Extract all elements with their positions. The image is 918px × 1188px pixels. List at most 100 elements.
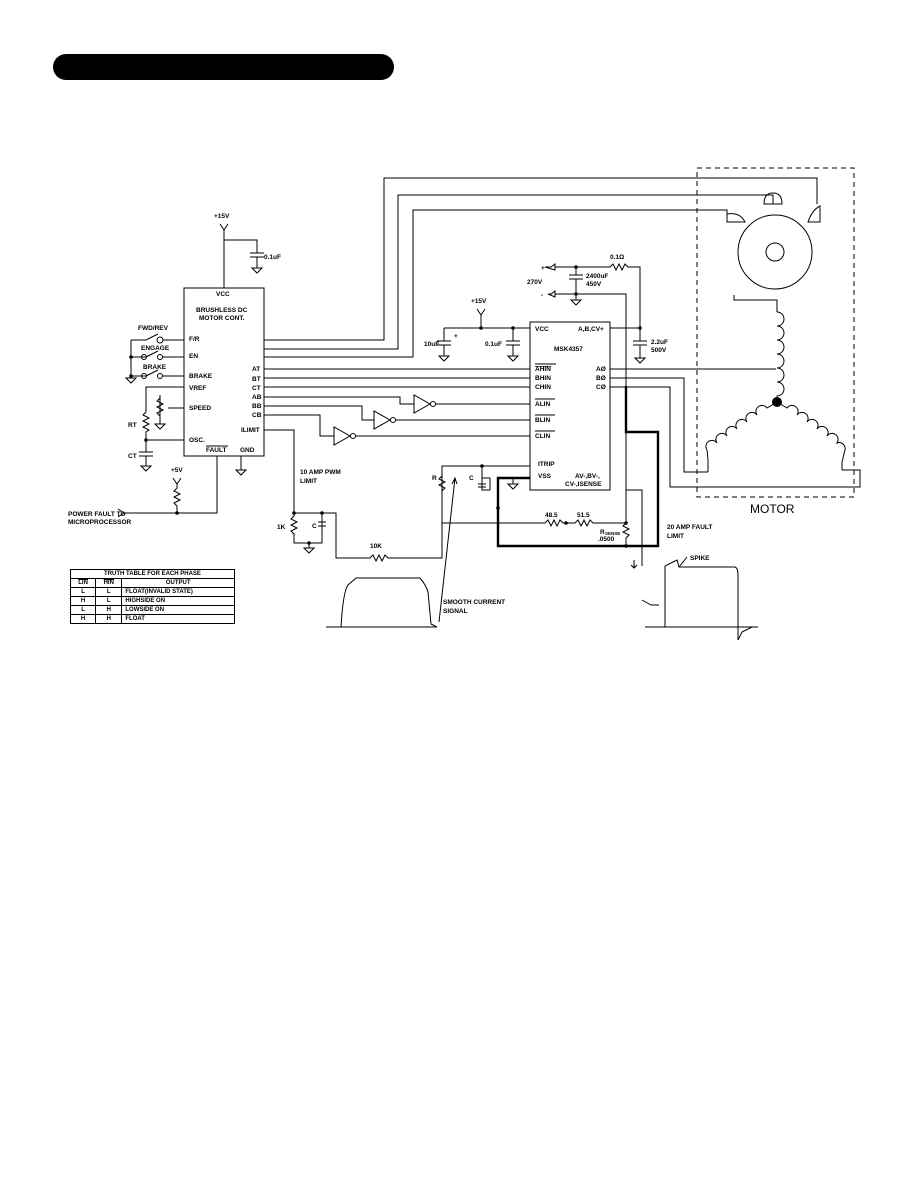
cell-output: HIGHSIDE ON [121,596,235,606]
msk-name-label: MSK4357 [554,346,583,353]
brake-switch-label: BRAKE [143,364,167,371]
truth-header-hin: HIN [95,578,123,588]
cell-lin: H [69,614,97,624]
table-row: L H LOWSIDE ON [69,605,235,615]
pin-en: EN [189,353,198,360]
controller-vcc-label: VCC [216,291,230,298]
truth-header-output: OUTPUT [121,578,235,588]
msk-cv: CV-,ISENSE [565,481,602,488]
cell-hin: L [95,596,123,606]
pin-at: AT [252,366,260,373]
hall-sensor-left [726,213,746,223]
ct-label: CT [128,453,137,460]
cap2400-label-1: 2400uF [586,273,608,280]
cell-output: FLOAT [121,614,235,624]
cell-output: LOWSIDE ON [121,605,235,615]
power-fault-label-2: MICROPROCESSOR [68,519,132,526]
msk-itrip: ITRIP [538,461,555,468]
table-row: H H FLOAT [69,614,235,624]
header-bar [53,54,394,80]
pin-ab: AB [252,394,262,401]
fwd-rev-label: FWD/REV [138,325,169,332]
r-label: R [432,475,437,482]
hall-sensor-top [763,192,783,205]
cap10u-label: 10uF [424,341,439,348]
msk-ao: AØ [596,366,606,373]
smooth-label-2: SIGNAL [443,608,468,615]
cell-lin: H [69,596,97,606]
v270-label: 270V [527,279,543,286]
power-fault-label-1: POWER FAULT TO [68,511,126,518]
msk-co: CØ [596,384,606,391]
r515-label: 51.5 [577,512,590,519]
msk-abc-label: A,B,CV+ [578,326,604,333]
msk-chin: CHIN [535,384,551,391]
pin-speed: SPEED [189,405,211,412]
smooth-label-1: SMOOTH CURRENT [443,599,505,606]
msk4357-ic [529,321,611,491]
v5-label: +5V [171,467,183,474]
msk-blin: BLIN [535,417,550,424]
pin-fr: F/R [189,336,200,343]
msk-alin: ALIN [535,401,550,408]
r485-label: 48.5 [545,512,558,519]
controller-cap-label: 0.1uF [264,254,281,261]
cell-lin: L [69,587,97,597]
pin-vref: VREF [189,385,206,392]
pin-fault: FAULT [206,447,226,454]
rsense-label: R [600,529,605,536]
msk-vss: VSS [538,473,552,480]
fault20-label-2: LIMIT [667,533,684,540]
r1k-label: 1K [277,524,286,531]
rt-label: RT [128,422,137,429]
pin-bb: BB [252,403,262,410]
table-row: H L HIGHSIDE ON [69,596,235,606]
motor-controller-ic [183,287,265,457]
controller-title-2: MOTOR CONT. [199,315,245,322]
table-row: L L FLOAT(INVALID STATE) [69,587,235,597]
cap2400-label-2: 450V [586,281,602,288]
winding-c [776,401,846,463]
rsense-sub: SENSE [605,531,620,536]
motor-label: MOTOR [750,502,795,516]
winding-b [705,401,778,461]
supply-plus: + [541,265,545,272]
pin-brake: BRAKE [189,373,213,380]
controller-supply-label: +15V [214,213,230,220]
r01-label: 0.1Ω [610,254,624,261]
c-label: C [469,475,474,482]
r10k-label: 10K [370,543,382,550]
engage-label: ENGAGE [141,345,170,352]
truth-table: TRUTH TABLE FOR EACH PHASE LIN HIN OUTPU… [69,569,235,624]
pin-ct: CT [252,385,261,392]
fault20-label-1: 20 AMP FAULT [667,524,712,531]
cell-hin: H [95,605,123,615]
cell-hin: L [95,587,123,597]
supply-minus: - [541,292,543,299]
controller-title-1: BRUSHLESS DC [196,307,248,314]
truth-header-lin: LIN [69,578,97,588]
pin-cb: CB [252,412,262,419]
msk-bhin: BHIN [535,375,551,382]
c-small-label: C [312,523,317,530]
motor-rotor [737,214,813,290]
cap22-label-1: 2.2uF [651,339,668,346]
pin-gnd: GND [240,447,255,454]
rsense-value: .0500 [598,536,615,543]
msk-av: AV-,BV-, [575,473,600,480]
hall-sensor-right [807,205,821,223]
cell-hin: H [95,614,123,624]
msk-bo: BØ [596,375,606,382]
cap01b-label: 0.1uF [485,341,502,348]
pin-bt: BT [252,376,261,383]
msk-ahin: AHIN [535,366,551,373]
motor-boundary [696,167,855,498]
cell-output: FLOAT(INVALID STATE) [121,587,235,597]
msk-clin: CLIN [535,433,550,440]
winding-a [776,311,785,400]
pwm-limit-label-2: LIMIT [300,478,317,485]
spike-label: SPIKE [690,555,710,562]
msk-supply-label: +15V [471,298,487,305]
cap-plus: + [454,333,458,340]
